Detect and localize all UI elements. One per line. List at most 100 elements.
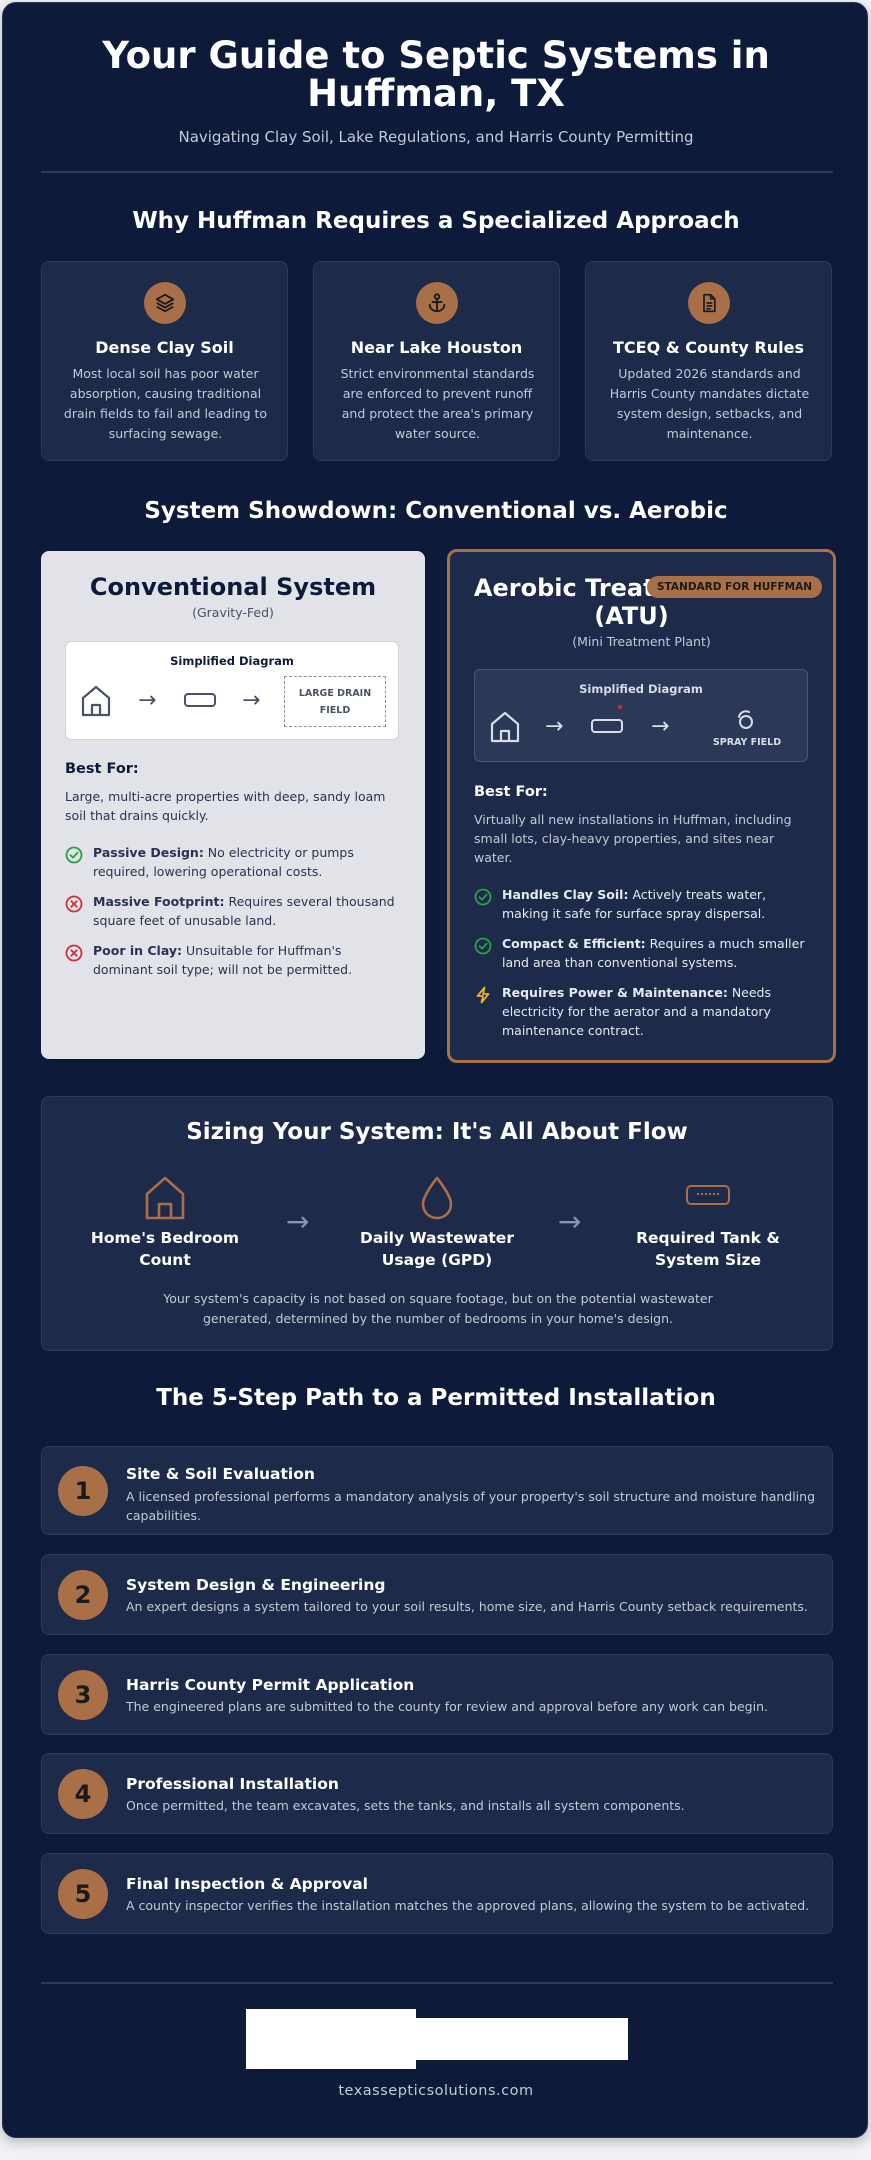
step-item: 4 Professional Installation Once permitt… xyxy=(41,1753,833,1834)
path-heading: The 5-Step Path to a Permitted Installat… xyxy=(156,1385,716,1411)
diagram-caption: Simplified Diagram xyxy=(579,682,703,696)
showdown-heading: System Showdown: Conventional vs. Aerobi… xyxy=(144,498,728,524)
arrow-right-icon: → xyxy=(545,714,564,739)
spray-icon xyxy=(733,708,759,732)
step-title: System Design & Engineering xyxy=(126,1576,386,1594)
conventional-title: Conventional System xyxy=(89,573,377,601)
item-bold: Requires Power & Maintenance: xyxy=(502,985,728,1000)
lightning-bolt-icon xyxy=(474,986,492,1004)
page-subtitle: Navigating Clay Soil, Lake Regulations, … xyxy=(178,128,694,146)
step-number-badge: 5 xyxy=(58,1869,108,1919)
why-card-clay: Dense Clay Soil Most local soil has poor… xyxy=(41,261,288,461)
step-text: A county inspector verifies the installa… xyxy=(126,1898,810,1913)
item-bold: Compact & Efficient: xyxy=(502,936,646,951)
arrow-right-icon: → xyxy=(558,1205,582,1238)
aerator-dot-icon xyxy=(618,705,622,709)
flow-label-usage: Daily Wastewater Usage (GPD) xyxy=(360,1229,514,1269)
anchor-icon xyxy=(416,282,458,324)
check-circle-icon xyxy=(474,888,492,906)
item-text: Unsuitable for Huffman's dominant soil t… xyxy=(93,943,353,977)
arrow-right-icon: → xyxy=(286,1205,310,1238)
why-card-title: TCEQ & County Rules xyxy=(612,338,804,357)
step-number-badge: 4 xyxy=(58,1769,108,1819)
sizing-heading: Sizing Your System: It's All About Flow xyxy=(186,1119,688,1145)
step-title: Final Inspection & Approval xyxy=(126,1875,368,1893)
item-bold: Handles Clay Soil: xyxy=(502,887,629,902)
conventional-item-clay: Poor in Clay: Unsuitable for Huffman's d… xyxy=(93,941,399,979)
why-card-lake: Near Lake Houston Strict environmental s… xyxy=(313,261,560,461)
conventional-card: Conventional System (Gravity-Fed) Simpli… xyxy=(41,551,425,1059)
page-title: Your Guide to Septic Systems in Huffman,… xyxy=(102,34,770,115)
item-bold: Passive Design: xyxy=(93,845,204,860)
step-item: 3 Harris County Permit Application The e… xyxy=(41,1654,833,1735)
arrow-right-icon: → xyxy=(138,688,157,713)
aerobic-subtitle: (Mini Treatment Plant) xyxy=(572,634,711,649)
item-text: Requires a much smaller land area than c… xyxy=(502,936,805,970)
footer-website-link[interactable]: texassepticsolutions.com xyxy=(338,2083,534,2099)
step-title: Site & Soil Evaluation xyxy=(126,1465,315,1483)
layers-icon xyxy=(144,282,186,324)
spray-field-label: SPRAY FIELD xyxy=(712,737,782,748)
flow-label-tank: Required Tank & System Size xyxy=(636,1229,780,1269)
atu-tank-icon xyxy=(591,719,623,733)
why-heading: Why Huffman Requires a Specialized Appro… xyxy=(132,208,740,234)
item-text: Requires several thousand square feet of… xyxy=(93,894,395,928)
flow-label-bedrooms: Home's Bedroom Count xyxy=(90,1229,240,1269)
aerobic-item-compact: Compact & Efficient: Requires a much sma… xyxy=(502,934,812,972)
divider xyxy=(41,171,833,173)
best-for-text: Large, multi-acre properties with deep, … xyxy=(65,789,386,823)
water-drop-icon xyxy=(419,1175,455,1221)
check-circle-icon xyxy=(474,937,492,955)
house-icon xyxy=(80,684,112,718)
item-text: No electricity or pumps required, loweri… xyxy=(93,845,354,879)
aerobic-item-clay: Handles Clay Soil: Actively treats water… xyxy=(502,885,812,923)
x-circle-icon xyxy=(65,944,83,962)
best-for-label: Best For: xyxy=(65,761,139,777)
conventional-subtitle: (Gravity-Fed) xyxy=(192,605,274,620)
step-title: Harris County Permit Application xyxy=(126,1676,415,1694)
conventional-diagram: Simplified Diagram → → LARGE DRAIN FIELD xyxy=(65,641,399,740)
standard-badge: STANDARD FOR HUFFMAN xyxy=(647,576,822,598)
aerobic-item-power: Requires Power & Maintenance: Needs elec… xyxy=(502,983,812,1040)
best-for-text: Virtually all new installations in Huffm… xyxy=(474,812,792,865)
step-title: Professional Installation xyxy=(126,1775,339,1793)
step-text: A licensed professional performs a manda… xyxy=(126,1489,816,1523)
diagram-caption: Simplified Diagram xyxy=(170,654,294,668)
why-card-title: Near Lake Houston xyxy=(350,338,523,357)
step-number-badge: 2 xyxy=(58,1570,108,1620)
step-item: 5 Final Inspection & Approval A county i… xyxy=(41,1853,833,1934)
conventional-item-footprint: Massive Footprint: Requires several thou… xyxy=(93,892,399,930)
step-number-badge: 3 xyxy=(58,1670,108,1720)
why-card-rules: TCEQ & County Rules Updated 2026 standar… xyxy=(585,261,832,461)
item-text: Actively treats water, making it safe fo… xyxy=(502,887,767,921)
aerobic-card: Aerobic Treatment Unit (ATU) STANDARD FO… xyxy=(447,549,836,1063)
company-logo-wordmark xyxy=(414,2018,628,2060)
sizing-card: Sizing Your System: It's All About Flow … xyxy=(41,1096,833,1351)
item-text: Needs electricity for the aerator and a … xyxy=(502,985,771,1038)
drain-field-box: LARGE DRAIN FIELD xyxy=(284,676,386,727)
item-bold: Poor in Clay: xyxy=(93,943,183,958)
why-card-text: Most local soil has poor water absorptio… xyxy=(63,366,268,441)
tank-dots xyxy=(697,1193,719,1195)
arrow-right-icon: → xyxy=(651,714,670,739)
document-icon xyxy=(688,282,730,324)
tank-icon xyxy=(184,693,216,707)
why-card-title: Dense Clay Soil xyxy=(95,338,234,357)
why-card-text: Updated 2026 standards and Harris County… xyxy=(609,366,810,441)
step-item: 1 Site & Soil Evaluation A licensed prof… xyxy=(41,1446,833,1535)
conventional-item-passive: Passive Design: No electricity or pumps … xyxy=(93,843,399,881)
sizing-note: Your system's capacity is not based on s… xyxy=(163,1291,713,1326)
step-text: Once permitted, the team excavates, sets… xyxy=(126,1798,685,1813)
check-circle-icon xyxy=(65,846,83,864)
company-logo xyxy=(246,2009,416,2069)
item-bold: Massive Footprint: xyxy=(93,894,225,909)
house-icon xyxy=(144,1175,186,1221)
arrow-right-icon: → xyxy=(242,688,261,713)
why-card-text: Strict environmental standards are enfor… xyxy=(340,366,535,441)
step-item: 2 System Design & Engineering An expert … xyxy=(41,1554,833,1635)
aerobic-diagram: Simplified Diagram → → SPRAY FIELD xyxy=(474,669,808,762)
step-text: The engineered plans are submitted to th… xyxy=(126,1699,768,1714)
house-icon xyxy=(489,710,521,744)
step-text: An expert designs a system tailored to y… xyxy=(126,1599,808,1614)
